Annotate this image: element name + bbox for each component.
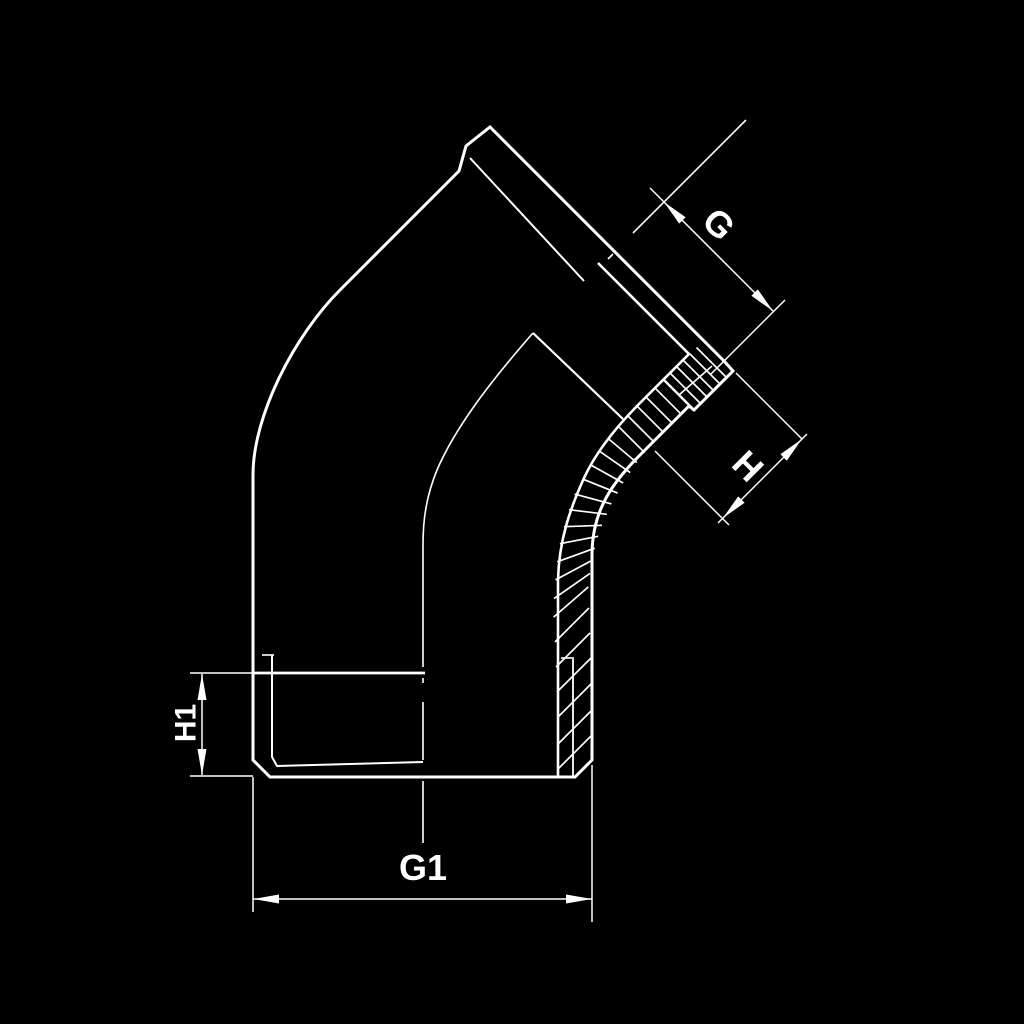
hatch-mark [599,450,631,474]
hatch-mark [553,586,589,618]
hatch-mark [590,464,624,484]
hatch-mark [608,438,638,464]
h-arrow-upper [780,439,802,461]
hatch-mark [682,359,715,392]
dim-label-g1: G1 [399,847,447,888]
hatch-mark [553,572,591,600]
centerline-top-dash [632,119,747,234]
hatch-mark [559,535,599,545]
h1-arrow-bottom [197,749,207,775]
hatch-mark [563,524,603,528]
hatch-mark [582,478,618,494]
g-arrow-lower [751,289,773,311]
bottom-thread-left [271,655,424,768]
hatch-mark [695,346,728,379]
section-wall-inner-edge [556,262,691,777]
hatch-mark [676,366,708,398]
hatch-mark [568,508,608,516]
g-arrow-upper [664,202,686,224]
centerline-curve [422,332,534,667]
hatch-mark [558,735,592,769]
hatch-mark [557,709,593,745]
h1-arrow-top [197,674,207,700]
dim-label-h1: H1 [170,704,203,742]
hatch-mark [556,547,596,563]
hatch-mark [669,372,702,405]
hatch-mark [574,493,612,505]
centerlines [422,119,747,843]
hatch-mark [618,426,646,454]
hatch-mark [645,396,673,424]
hatch-mark [557,682,593,718]
hatch-mark [556,657,592,693]
outer-outline [251,124,736,779]
hatch-mark [627,415,655,443]
section-hatching [553,346,728,769]
g1-arrow-right [566,894,592,904]
hatch-mark [636,405,664,433]
dimension-g1: G1 [252,765,593,922]
hatch-mark [555,632,591,668]
dimension-h1: H1 [170,674,253,777]
g1-arrow-left [253,894,279,904]
hatch-mark [689,353,721,385]
h-extension-shoulder [654,450,730,526]
hatch-mark [654,387,682,415]
h-arrow-lower [723,496,745,518]
fitting-outline [190,124,736,779]
centerline-top-dot [607,253,614,260]
hatch-mark [554,607,590,643]
hatch-mark [555,559,593,581]
mouth-bead-line [469,157,585,282]
h-extension-face [735,372,803,440]
top-shoulder-line [532,332,624,420]
g-extension-wall [709,299,786,376]
